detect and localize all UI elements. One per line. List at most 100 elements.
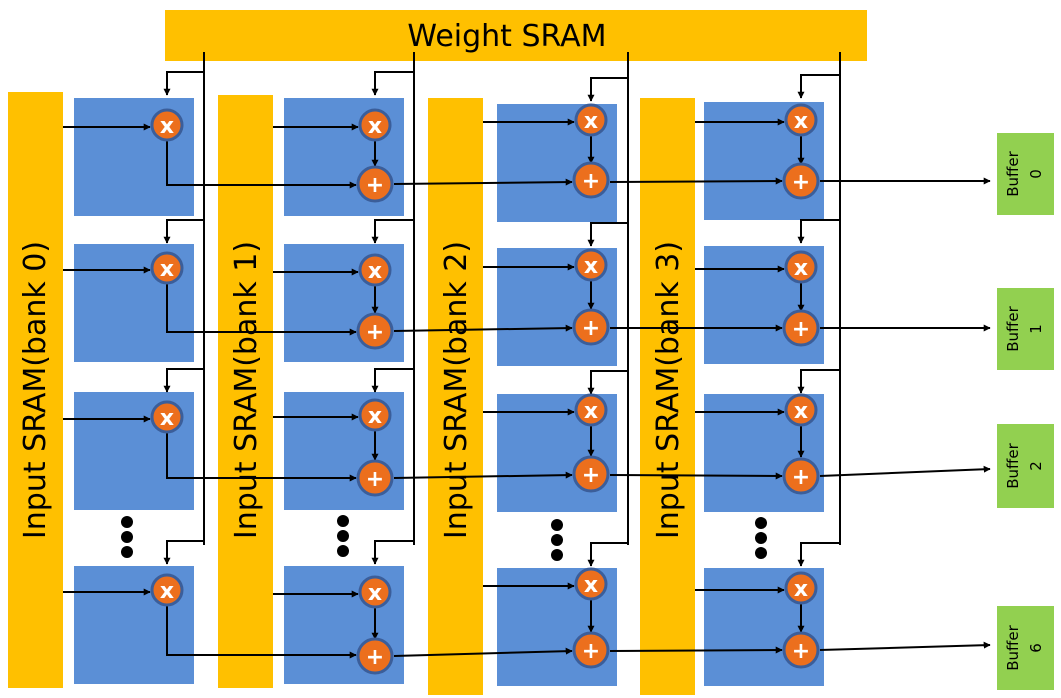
multiply-node: x: [784, 103, 818, 137]
input-bank-bar: [640, 98, 695, 695]
multiply-symbol: x: [160, 114, 174, 139]
buffer-6: Buffer 6: [997, 606, 1054, 690]
weight-tap: [163, 71, 204, 96]
input-bank-label: Input SRAM(bank 1): [229, 241, 264, 539]
buffers: Buffer 0 Buffer 1 Buffer 2 Buffer 6: [997, 133, 1054, 690]
multiply-node: x: [574, 567, 608, 601]
buffer-box: [997, 424, 1054, 508]
multiply-node: x: [784, 393, 818, 427]
multiply-node: x: [358, 575, 392, 609]
multiply-node: x: [150, 251, 184, 285]
input-bank-label: Input SRAM(bank 3): [651, 241, 686, 539]
vertical-ellipsis: [121, 516, 133, 558]
multiply-symbol: x: [368, 404, 382, 429]
add-symbol: +: [582, 316, 600, 341]
add-node: +: [572, 308, 610, 346]
multiply-symbol: x: [160, 257, 174, 282]
add-node: +: [782, 457, 820, 495]
buffer-index: 2: [1027, 461, 1045, 471]
add-node: +: [782, 631, 820, 669]
input-bank-bar: [218, 95, 273, 688]
add-node: +: [572, 161, 610, 199]
psum-chain: [609, 177, 783, 185]
input-bank-label: Input SRAM(bank 2): [439, 241, 474, 539]
buffer-box: [997, 288, 1054, 370]
buffer-2: Buffer 2: [997, 424, 1054, 508]
add-node: +: [782, 309, 820, 347]
adders: + + + + + + + + + + + +: [356, 161, 820, 675]
add-node: +: [356, 312, 394, 350]
multiply-node: x: [358, 398, 392, 432]
psum-chain: [609, 646, 783, 654]
psum-chain: [393, 324, 573, 332]
psum-to-buffer: [819, 641, 991, 651]
psum-chain: [166, 283, 357, 336]
vertical-ellipsis: [337, 515, 349, 557]
buffer-box: [997, 606, 1054, 690]
weight-tap: [797, 74, 840, 99]
multiply-node: x: [358, 108, 392, 142]
multiply-symbol: x: [368, 114, 382, 139]
input-bank-3: Input SRAM(bank 3): [640, 98, 695, 695]
weight-tap: [371, 219, 414, 244]
multiply-node: x: [784, 571, 818, 605]
weight-tap: [587, 222, 628, 247]
multiply-node: x: [150, 400, 184, 434]
weight-tap: [163, 540, 204, 565]
multiply-node: x: [150, 108, 184, 142]
multiply-symbol: x: [584, 573, 598, 598]
buffer-box: [997, 133, 1054, 215]
weight-tap: [797, 369, 840, 394]
weight-tap: [587, 370, 628, 395]
add-symbol: +: [366, 320, 384, 345]
input-bank-0: Input SRAM(bank 0): [8, 92, 63, 688]
weight-tap: [797, 542, 840, 567]
add-node: +: [356, 459, 394, 497]
multiply-symbol: x: [794, 577, 808, 602]
psum-chain: [166, 605, 357, 659]
multiply-symbol: x: [794, 399, 808, 424]
multiply-symbol: x: [160, 406, 174, 431]
psum-chain: [609, 472, 783, 480]
multiply-node: x: [574, 103, 608, 137]
input-bank-2: Input SRAM(bank 2): [428, 98, 483, 695]
add-symbol: +: [792, 170, 810, 195]
add-node: +: [572, 455, 610, 493]
multiply-symbol: x: [368, 259, 382, 284]
vertical-ellipsis: [755, 517, 767, 559]
psum-chain: [393, 471, 573, 479]
ellipsis-dots: [121, 515, 767, 561]
multiply-symbol: x: [584, 399, 598, 424]
add-symbol: +: [792, 465, 810, 490]
multiply-symbol: x: [160, 579, 174, 604]
weight-sram: Weight SRAM: [165, 10, 867, 61]
buffer-word: Buffer: [1004, 624, 1022, 670]
buffer-word: Buffer: [1004, 305, 1022, 351]
buffer-word: Buffer: [1004, 150, 1022, 196]
input-bank-label: Input SRAM(bank 0): [18, 241, 53, 539]
add-symbol: +: [366, 467, 384, 492]
multiply-node: x: [574, 393, 608, 427]
add-node: +: [782, 162, 820, 200]
add-node: +: [356, 165, 394, 203]
weight-tap: [371, 71, 414, 96]
add-symbol: +: [582, 639, 600, 664]
vertical-ellipsis: [551, 519, 563, 561]
weight-tap: [371, 540, 414, 565]
buffer-0: Buffer 0: [997, 133, 1054, 215]
add-symbol: +: [366, 173, 384, 198]
add-node: +: [572, 631, 610, 669]
multiply-symbol: x: [368, 581, 382, 606]
multiply-node: x: [574, 248, 608, 282]
multiply-node: x: [784, 250, 818, 284]
psum-chain: [393, 178, 573, 186]
weight-sram-bar: [165, 10, 867, 61]
weight-tap: [587, 77, 628, 102]
psum-chain: [166, 432, 357, 482]
add-node: +: [356, 637, 394, 675]
multipliers: x x x x x x x x x x x x x x x x: [150, 103, 818, 609]
psum-chain: [393, 647, 573, 657]
input-bank-1: Input SRAM(bank 1): [218, 95, 273, 688]
psum-to-buffer: [819, 465, 991, 477]
multiply-symbol: x: [584, 109, 598, 134]
